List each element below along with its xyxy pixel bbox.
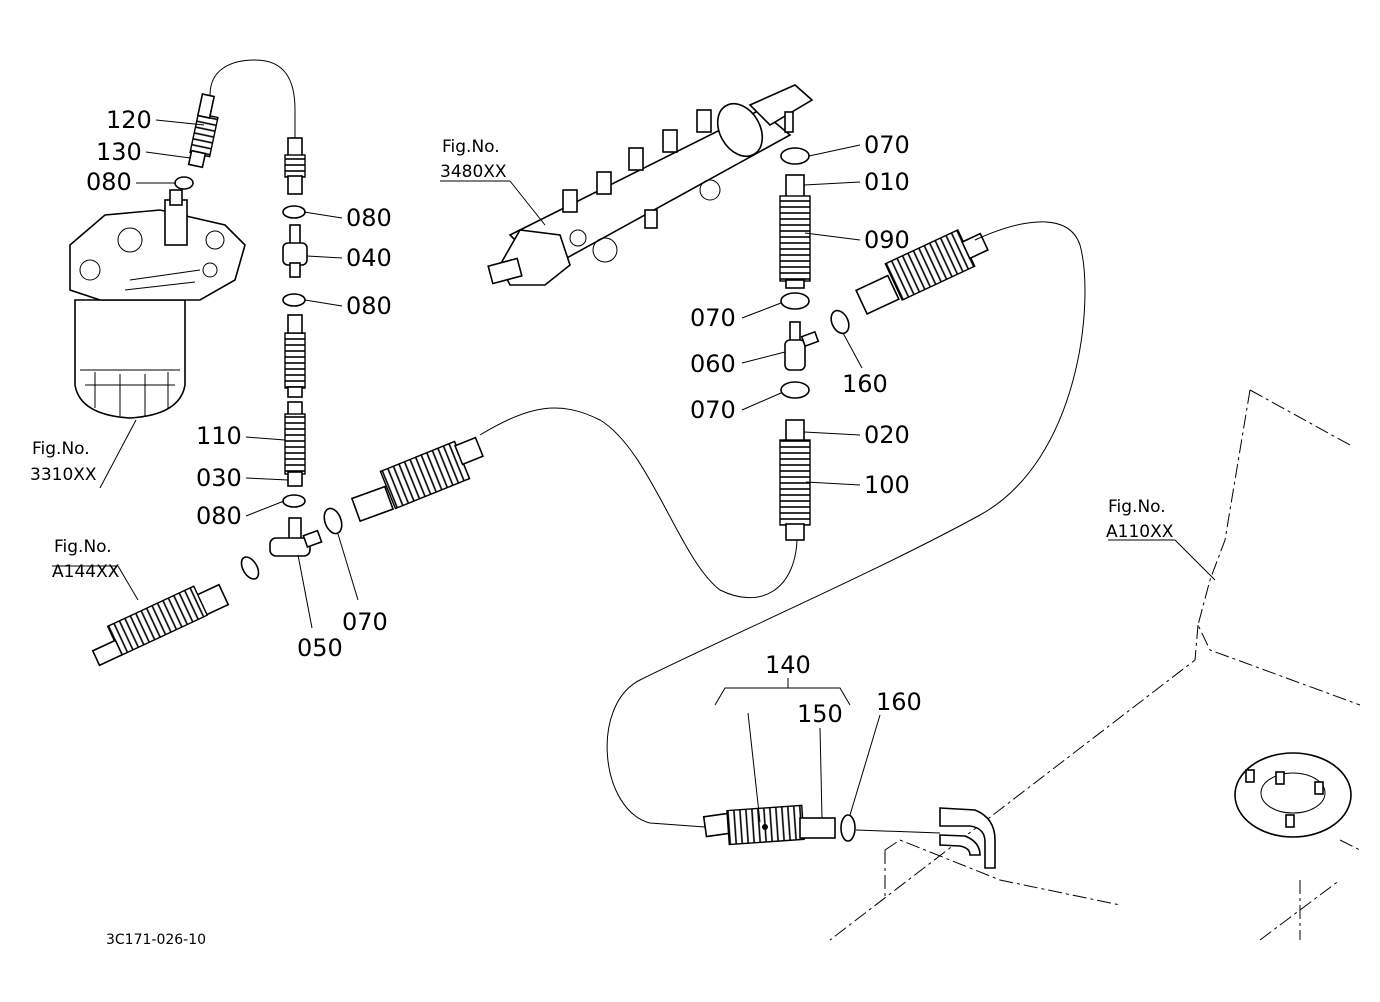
fuel-line-return-center [479,407,798,599]
leader-lines [52,119,1216,823]
joint-040 [282,224,308,278]
hose-120 [187,93,219,169]
fig-ref-3310-title: Fig.No. [32,439,90,459]
label-040: 040 [346,244,392,272]
label-030: 030 [196,464,242,492]
clamp-160b [840,814,856,842]
label-080d: 080 [196,502,242,530]
fuel-line-to-tank [606,221,1086,828]
label-070d: 070 [690,396,736,424]
common-rail [487,84,814,286]
label-110: 110 [196,422,242,450]
label-160a: 160 [842,370,888,398]
clamp-070a [323,507,343,535]
hose-110 [284,401,306,487]
label-130: 130 [96,138,142,166]
clamp-070c [780,292,810,310]
hose-100 [779,419,811,541]
bracket-140 [714,687,851,706]
label-020: 020 [864,421,910,449]
label-150: 150 [797,700,843,728]
fuel-tank-outline [829,389,1361,941]
clamp-080c [282,293,306,307]
tee-joint-050 [269,517,323,557]
hose-a144 [91,583,230,667]
label-080b: 080 [346,204,392,232]
clamp-080d [282,494,306,508]
fig-ref-a144-number: A144XX [52,562,120,582]
clamp-070d [780,381,810,399]
label-120: 120 [106,106,152,134]
label-140: 140 [765,651,811,679]
part-labels: 120 130 080 080 040 080 110 030 080 050 … [86,106,922,728]
fig-ref-a110-title: Fig.No. [1108,497,1166,517]
drawing-code: 3C171-026-10 [106,932,206,948]
clamp-160a [830,309,850,335]
return-hose-lower [350,436,484,523]
fuel-line-top-left [209,59,296,140]
label-070a: 070 [342,608,388,636]
hose-upper-center [284,137,306,195]
label-080a: 080 [86,168,132,196]
hose-140 [702,804,836,846]
clamp-080a [174,176,194,190]
figure-references: Fig.No. 3310XX Fig.No. 3480XX Fig.No. A1… [30,137,1174,582]
fuel-filter-assembly [69,189,246,419]
label-050: 050 [297,634,343,662]
hose-090 [779,174,811,289]
fig-ref-3310-number: 3310XX [30,465,97,485]
tee-joint-060 [784,321,820,371]
label-160b: 160 [876,688,922,716]
fig-ref-a144-title: Fig.No. [54,537,112,557]
label-100: 100 [864,471,910,499]
label-010: 010 [864,168,910,196]
label-070b: 070 [864,131,910,159]
hose-upper-right [855,229,989,316]
label-060: 060 [690,350,736,378]
clamp-080b [282,205,306,219]
fig-ref-3480-title: Fig.No. [442,137,500,157]
clamp-070b [780,147,810,165]
hose-middle-center [284,314,306,398]
label-070c: 070 [690,304,736,332]
fig-ref-a110-number: A110XX [1106,522,1174,542]
fig-ref-3480-number: 3480XX [440,162,507,182]
label-090: 090 [864,226,910,254]
clamp-left-a144 [240,556,260,580]
label-080c: 080 [346,292,392,320]
